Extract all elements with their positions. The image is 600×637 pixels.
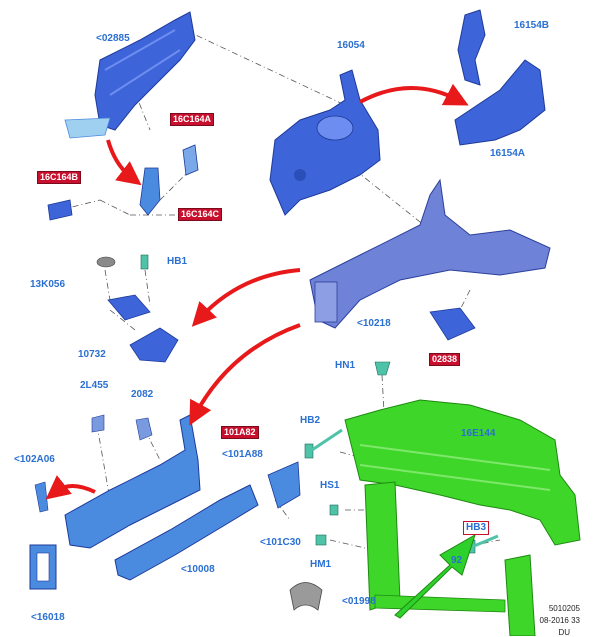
footer-date: 08-2016 33: [539, 616, 580, 625]
highlight-label-2: 16C164B: [37, 171, 82, 184]
part-01998: [289, 582, 323, 611]
label-16154B: 16154B: [514, 20, 550, 31]
label-10218: <10218: [357, 318, 391, 329]
label-HB1: HB1: [167, 256, 188, 267]
label-10008: <10008: [181, 564, 215, 575]
label-101A88: <101A88: [222, 449, 263, 460]
label-13K056: 13K056: [30, 279, 66, 290]
label-2L455: 2L455: [80, 380, 109, 391]
label-101C30: <101C30: [260, 537, 301, 548]
small-brackets-group: [47, 144, 199, 221]
highlight-label-5: 101A82: [221, 426, 259, 439]
part-16154: [454, 9, 546, 146]
label-16018: <16018: [31, 612, 65, 623]
highlight-label-1: 16C164A: [170, 113, 215, 126]
label-10732: 10732: [78, 349, 106, 360]
label-16154A: 16154A: [490, 148, 526, 159]
highlight-label-3: 16C164C: [178, 208, 223, 221]
label-HB3: HB3: [463, 521, 490, 535]
label-102A06: <102A06: [14, 454, 55, 465]
label-01998: <01998: [342, 596, 376, 607]
red-arrows: [45, 83, 469, 500]
part-10218: [309, 178, 551, 341]
label-HS1: HS1: [320, 480, 340, 491]
part-16054: [269, 69, 381, 216]
part-16E144: [344, 399, 581, 636]
label-HB2: HB2: [300, 415, 321, 426]
label-16054: 16054: [337, 40, 365, 51]
highlight-label-4: 02838: [429, 353, 461, 366]
footer-code: 5010205: [548, 604, 580, 613]
label-02885: <02885: [96, 33, 130, 44]
label-2082: 2082: [131, 389, 154, 400]
green-arrow: [394, 533, 476, 619]
part-10732: [96, 254, 179, 363]
part-02885: [64, 11, 196, 139]
label-16E144: 16E144: [461, 428, 496, 439]
part-10008-rails: [29, 414, 301, 590]
label-92: 92: [451, 555, 463, 566]
label-HN1: HN1: [335, 360, 356, 371]
footer-region: DU: [558, 628, 570, 637]
label-HM1: HM1: [310, 559, 332, 570]
